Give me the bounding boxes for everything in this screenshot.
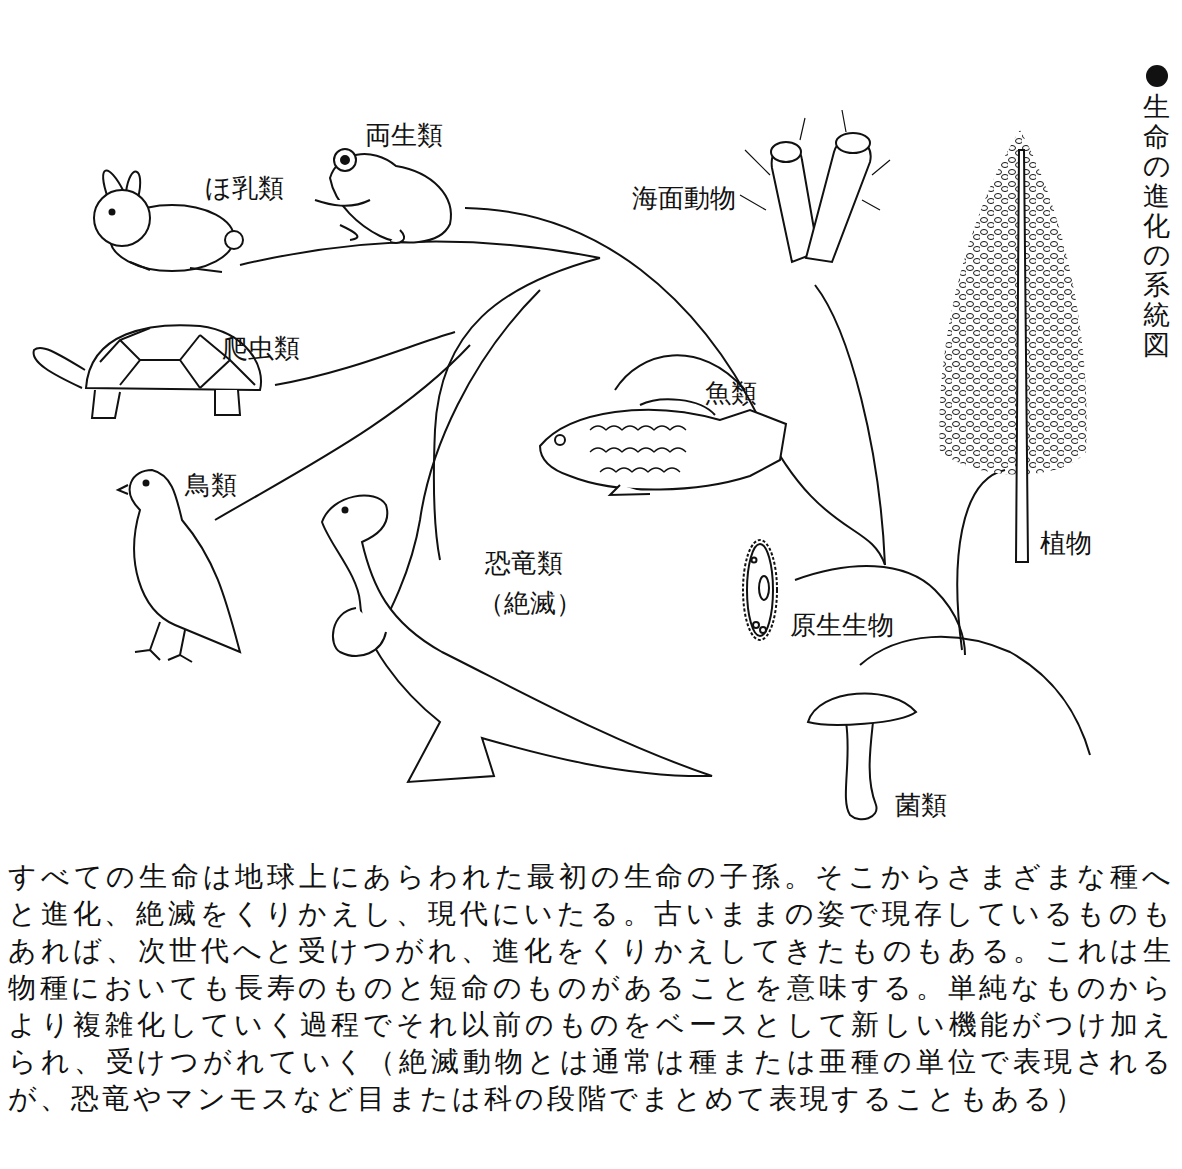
frog-figure — [334, 149, 356, 171]
sponge-figure — [740, 110, 890, 210]
bird-figure — [118, 485, 128, 494]
protist-figure — [747, 544, 773, 636]
group-label: 両生類 — [365, 120, 443, 151]
group-label: 魚類 — [705, 378, 757, 409]
rabbit-figure — [110, 210, 115, 215]
protist-figure — [743, 540, 777, 640]
group-label: 恐竜類 — [485, 548, 563, 579]
rabbit-figure — [94, 190, 150, 246]
sponge-figure — [771, 142, 801, 162]
plant-figure — [939, 130, 1086, 562]
sponge-figure — [806, 139, 871, 262]
protist-figure — [753, 622, 759, 628]
bird-figure — [144, 481, 149, 486]
tree-branch — [957, 470, 1005, 650]
group-label: ほ乳類 — [205, 173, 284, 204]
fish-figure — [540, 399, 786, 495]
sponge-figure — [740, 110, 890, 262]
fish-figure — [540, 410, 786, 490]
plant-figure — [939, 130, 1086, 475]
tortoise-figure — [92, 390, 240, 418]
caption-text: すべての生命は地球上にあらわれた最初の生命の子孫。そこからさまざまな種へと進化、… — [8, 858, 1174, 1117]
fish-figure — [555, 435, 565, 445]
dinosaur-figure — [322, 496, 712, 782]
frog-figure — [341, 156, 349, 164]
protist-figure — [760, 627, 766, 633]
bird-figure — [118, 470, 240, 662]
protist-figure — [759, 576, 769, 600]
bird-figure — [135, 622, 192, 662]
group-label: 原生生物 — [790, 610, 894, 641]
tree-branch — [240, 242, 600, 265]
frog-figure — [315, 149, 451, 243]
fish-figure — [610, 485, 650, 495]
group-label: 海面動物 — [632, 183, 736, 214]
protist-figure — [752, 558, 757, 563]
dinosaur-figure — [343, 508, 348, 513]
plant-figure — [1016, 150, 1028, 562]
tree-branch — [434, 258, 600, 560]
mushroom-figure — [846, 722, 877, 819]
tree-branch — [465, 208, 885, 565]
dinosaur-figure — [333, 608, 386, 656]
dinosaur-figure — [322, 496, 712, 782]
diagram-title: 生命の進化の系統図 — [1143, 92, 1170, 359]
group-label: 鳥類 — [185, 470, 237, 501]
fish-figure — [640, 399, 715, 415]
bird-figure — [130, 470, 240, 652]
tree-branch — [275, 332, 455, 385]
group-label: 菌類 — [895, 790, 947, 821]
tree-branch — [860, 637, 1090, 755]
rabbit-figure — [130, 262, 222, 272]
tree-branch — [815, 285, 885, 565]
group-label: 植物 — [1040, 528, 1092, 559]
group-label: 爬虫類 — [222, 333, 300, 364]
tortoise-figure — [34, 348, 85, 388]
fish-figure — [590, 426, 686, 472]
mushroom-figure — [808, 693, 916, 724]
sponge-figure — [836, 133, 870, 153]
group-label: （絶滅） — [478, 588, 582, 619]
title-bullet — [1146, 65, 1168, 87]
frog-figure — [315, 200, 404, 243]
protist-figure — [743, 540, 777, 640]
rabbit-figure — [225, 231, 243, 249]
